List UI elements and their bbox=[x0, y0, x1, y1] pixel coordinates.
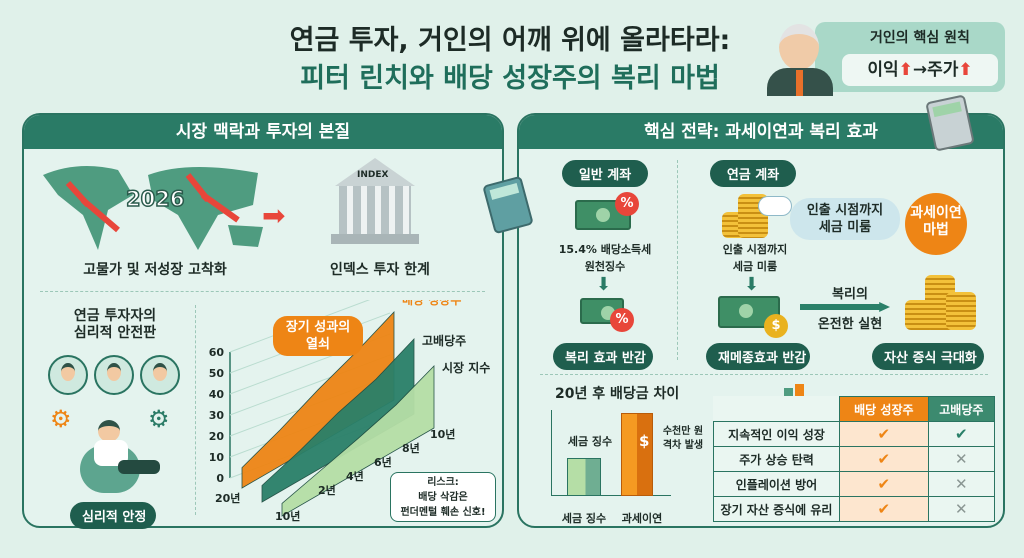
cloud-tax-deferral: 인출 시점까지 세금 미룸 bbox=[790, 198, 900, 240]
pension-account-label: 연금 계좌 bbox=[710, 160, 796, 187]
y-tick-label: 10 bbox=[209, 451, 225, 464]
up-arrow-icon: ⬆ bbox=[898, 60, 913, 80]
row-label: 장기 자산 증식에 유리 bbox=[713, 496, 840, 522]
cross-icon: ✕ bbox=[955, 450, 968, 468]
y-tick-label: 0 bbox=[216, 472, 224, 485]
gear-icon: ⚙ bbox=[50, 405, 72, 433]
cash-icon bbox=[718, 296, 780, 328]
panel-header: 핵심 전략: 과세이연과 복리 효과 bbox=[519, 115, 1003, 149]
bar-deferred: $ bbox=[621, 413, 653, 496]
depth-label: 20년 bbox=[215, 491, 240, 505]
title-line-2: 피터 린치와 배당 성장주의 복리 마법 bbox=[300, 63, 720, 94]
portrait bbox=[765, 22, 835, 96]
relaxed-person-icon bbox=[80, 420, 160, 495]
down-arrow-icon: ⬇ bbox=[744, 274, 760, 295]
right-arrow-icon: ➡ bbox=[262, 199, 286, 232]
world-map-icon bbox=[43, 166, 263, 250]
row-label: 인플레이션 방어 bbox=[713, 471, 840, 497]
x-tick-label: 6년 bbox=[374, 455, 392, 469]
table-row: 지속적인 이익 성장 ✔ ✔ bbox=[713, 421, 996, 447]
check-icon: ✔ bbox=[877, 500, 891, 518]
callout-bubble: 장기 성과의 열쇠 bbox=[273, 316, 363, 356]
magic-bubble: 과세이연 마법 bbox=[905, 193, 967, 255]
tax-deferral-text: 인출 시점까지 세금 미룸 bbox=[722, 243, 788, 273]
title-line-1: 연금 투자, 거인의 어깨 위에 올라타라: bbox=[289, 25, 731, 56]
down-arrow-icon: ⬇ bbox=[596, 274, 612, 295]
percent-icon: % bbox=[610, 308, 634, 332]
wealth-badge: 자산 증식 극대화 bbox=[872, 343, 984, 370]
map-caption: 고물가 및 저성장 고착화 bbox=[83, 262, 227, 278]
general-account-label: 일반 계좌 bbox=[562, 160, 648, 187]
avatar bbox=[140, 355, 180, 395]
chart-axis bbox=[551, 410, 671, 496]
compound-arrow-bottom: 온전한 실현 bbox=[817, 317, 883, 332]
check-icon: ✔ bbox=[877, 450, 891, 468]
principle-heading: 거인의 핵심 원칙 bbox=[870, 30, 970, 46]
bar-label-taxed: 세금 징수 bbox=[561, 512, 607, 525]
y-tick-label: 60 bbox=[209, 346, 225, 359]
dividend-diff-title: 20년 후 배당금 차이 bbox=[555, 386, 680, 402]
bar-label-deferred: 과세이연 bbox=[621, 512, 663, 525]
compound-arrow-top: 복리의 bbox=[832, 287, 868, 302]
row-label: 지속적인 이익 성장 bbox=[713, 421, 840, 447]
table-row: 인플레이션 방어 ✔ ✕ bbox=[713, 471, 996, 497]
coin-stack-icon bbox=[946, 292, 976, 330]
series-ribbon bbox=[281, 365, 435, 517]
reinvest-badge: 재메종효과 반감 bbox=[706, 343, 810, 370]
y-tick-label: 50 bbox=[209, 367, 225, 380]
gear-check-icon: ⚙ bbox=[148, 405, 170, 433]
header-dividend-growth: 배당 성장주 bbox=[839, 396, 929, 422]
map-year: 2026 bbox=[125, 186, 185, 212]
risk-note: 리스크: 배당 삭감은 펀더멘털 훼손 신호! bbox=[390, 472, 496, 522]
y-tick-label: 20 bbox=[209, 430, 225, 443]
psych-badge: 심리적 안정 bbox=[70, 502, 156, 529]
x-tick-label: 2년 bbox=[318, 483, 336, 497]
table-row: 장기 자산 증식에 유리 ✔ ✕ bbox=[713, 496, 996, 522]
page-title: 연금 투자, 거인의 어깨 위에 올라타라: 피터 린치와 배당 성장주의 복리… bbox=[250, 22, 770, 98]
cross-icon: ✕ bbox=[955, 500, 968, 518]
right-arrow-icon bbox=[800, 302, 890, 312]
psych-title: 연금 투자자의 심리적 안전판 bbox=[73, 308, 157, 341]
percent-icon: % bbox=[615, 192, 639, 216]
table-row: 주가 상승 탄력 ✔ ✕ bbox=[713, 446, 996, 472]
y-tick-label: 40 bbox=[209, 388, 225, 401]
avatar bbox=[94, 355, 134, 395]
index-caption: 인덱스 투자 한계 bbox=[330, 262, 430, 278]
header-high-dividend: 고배당주 bbox=[927, 396, 996, 422]
bank-building-icon: INDEX bbox=[325, 158, 425, 253]
depth-label: 10년 bbox=[275, 509, 300, 523]
compound-halved-badge: 복리 효과 반감 bbox=[553, 343, 653, 370]
divider bbox=[540, 374, 988, 375]
cross-icon: ✕ bbox=[955, 475, 968, 493]
divider bbox=[677, 160, 678, 360]
bar-top-label: 세금 징수 bbox=[567, 435, 613, 448]
series-label: 배당 성장주 bbox=[402, 300, 461, 307]
series-ribbon bbox=[261, 337, 415, 503]
check-icon: ✔ bbox=[955, 425, 968, 443]
check-icon: ✔ bbox=[877, 475, 891, 493]
dollar-coin-icon: $ bbox=[764, 314, 788, 338]
divider bbox=[40, 291, 485, 292]
series-label: 고배당주 bbox=[422, 333, 466, 348]
withholding-tax-text: 15.4% 배당소득세 원천징수 bbox=[558, 243, 652, 273]
avatar bbox=[48, 355, 88, 395]
panel-header: 시장 맥락과 투자의 본질 bbox=[24, 115, 502, 149]
row-label: 주가 상승 탄력 bbox=[713, 446, 840, 472]
cloud-icon bbox=[758, 196, 792, 216]
check-icon: ✔ bbox=[877, 425, 891, 443]
up-arrow-icon: ⬆ bbox=[958, 60, 973, 80]
series-label: 시장 지수 bbox=[442, 360, 490, 375]
x-tick-label: 8년 bbox=[402, 441, 420, 455]
gap-note: 수천만 원 격차 발생 bbox=[662, 426, 704, 451]
series-ribbon bbox=[241, 310, 395, 489]
x-tick-label: 10년 bbox=[430, 427, 455, 441]
divider bbox=[195, 305, 196, 515]
bar-taxed bbox=[567, 458, 601, 496]
x-tick-label: 4년 bbox=[346, 469, 364, 483]
y-tick-label: 30 bbox=[209, 409, 225, 422]
principle-formula: 이익⬆→주가⬆ bbox=[842, 54, 998, 86]
